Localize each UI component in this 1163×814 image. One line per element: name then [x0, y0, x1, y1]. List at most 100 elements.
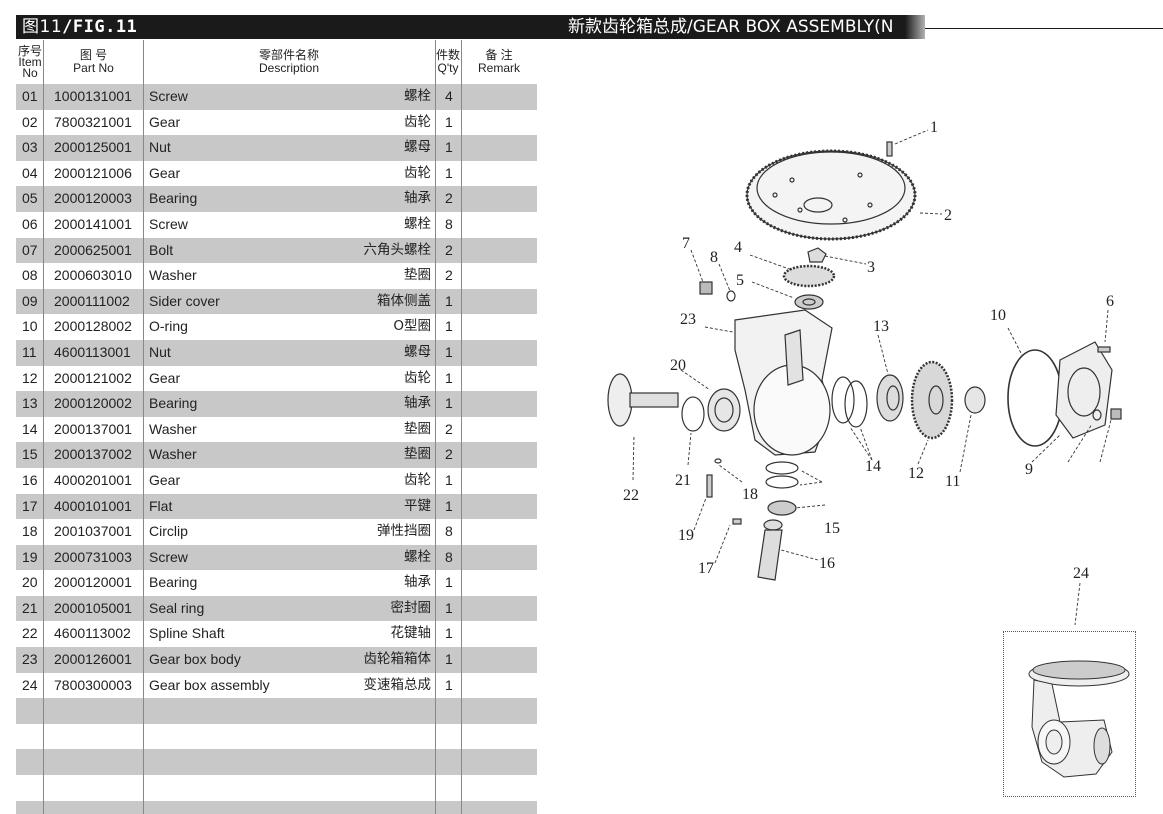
cell-description: Bearing [149, 574, 198, 591]
cell-description-cn: 花键轴 [390, 625, 432, 642]
cell-description: Gear box assembly [149, 676, 270, 693]
cell-description-cn: 齿轮 [404, 113, 431, 130]
cell-item-no: 01 [22, 88, 38, 104]
cell-part-no: 7800321001 [54, 113, 132, 130]
cell-description: Nut [149, 139, 171, 156]
cell-item-no: 06 [22, 215, 38, 232]
cell-description-cn: 螺母 [404, 343, 431, 360]
cell-part-no: 2000128002 [54, 318, 132, 335]
callout-4: 4 [734, 239, 742, 256]
assembly-inset [1003, 631, 1136, 797]
table-row-empty [16, 775, 537, 801]
cell-description: Screw [149, 88, 188, 104]
cell-description-cn: 齿轮 [404, 164, 431, 181]
cell-item-no: 17 [22, 497, 38, 514]
cell-qty: 1 [445, 651, 453, 668]
cell-description-cn: 平键 [404, 497, 431, 514]
cell-part-no: 2001037001 [54, 523, 132, 540]
cell-qty: 8 [445, 548, 453, 565]
cell-description-cn: 弹性挡圈 [377, 523, 431, 540]
cell-qty: 1 [445, 343, 453, 360]
figure-label: 图11/FIG.11 [22, 17, 138, 37]
cell-part-no: 2000111002 [54, 292, 130, 309]
page-title: 新款齿轮箱总成/GEAR BOX ASSEMBLY(N [568, 17, 894, 37]
callout-19: 19 [678, 527, 694, 544]
cell-qty: 1 [445, 625, 453, 642]
callout-2: 2 [944, 207, 952, 224]
cell-description-cn: 齿轮 [404, 471, 431, 488]
cell-item-no: 13 [22, 395, 38, 412]
cell-item-no: 22 [22, 625, 38, 642]
cell-qty: 2 [445, 267, 453, 284]
callout-23: 23 [680, 311, 696, 328]
cell-item-no: 14 [22, 420, 38, 437]
cell-item-no: 20 [22, 574, 38, 591]
cell-description: Bearing [149, 190, 198, 207]
cell-qty: 8 [445, 523, 453, 540]
title-cut [925, 15, 965, 28]
column-divider [435, 40, 436, 814]
title-bar [16, 15, 925, 39]
cell-qty: 4 [445, 88, 453, 104]
callout-17: 17 [698, 560, 714, 577]
cell-item-no: 04 [22, 164, 38, 181]
cell-qty: 1 [445, 497, 453, 514]
cell-part-no: 4000201001 [54, 471, 132, 488]
callout-6: 6 [1106, 293, 1114, 310]
callout-18: 18 [742, 486, 758, 503]
cell-item-no: 18 [22, 523, 38, 540]
cell-description-cn: 垫圈 [404, 420, 431, 437]
callout-9: 9 [1025, 461, 1033, 478]
cell-qty: 1 [445, 676, 453, 693]
cell-item-no: 24 [22, 676, 38, 693]
callout-11: 11 [945, 473, 960, 490]
cell-description-cn: 螺栓 [404, 548, 431, 565]
cell-part-no: 2000120002 [54, 395, 132, 412]
cell-qty: 1 [445, 395, 453, 412]
cell-item-no: 09 [22, 292, 38, 309]
cell-description-cn: 螺母 [404, 139, 431, 156]
cell-description-cn: 轴承 [404, 395, 431, 412]
cell-description-cn: 垫圈 [404, 267, 431, 284]
cell-description: Screw [149, 548, 188, 565]
cell-description: Bearing [149, 395, 198, 412]
cell-part-no: 2000105001 [54, 599, 132, 616]
cell-item-no: 10 [22, 318, 38, 335]
cell-qty: 1 [445, 139, 453, 156]
cell-qty: 1 [445, 292, 453, 309]
cell-qty: 2 [445, 190, 453, 207]
callout-22: 22 [623, 487, 639, 504]
cell-description: Gear [149, 113, 181, 130]
cell-part-no: 2000121006 [54, 164, 132, 181]
cell-description: Gear [149, 471, 181, 488]
cell-part-no: 4000101001 [54, 497, 132, 514]
cell-description-cn: 螺栓 [404, 215, 431, 232]
cell-item-no: 23 [22, 651, 38, 668]
cell-description: O-ring [149, 318, 188, 335]
table-row-empty [16, 698, 537, 724]
cell-description-cn: 轴承 [404, 190, 431, 207]
cell-description: Bolt [149, 241, 174, 258]
cell-qty: 2 [445, 420, 453, 437]
cell-description-cn: 轴承 [404, 574, 431, 591]
cell-description: Washer [149, 420, 197, 437]
cell-item-no: 19 [22, 548, 38, 565]
cell-part-no: 2000137002 [54, 446, 132, 463]
callout-16: 16 [819, 555, 835, 572]
cell-part-no: 4600113001 [54, 343, 131, 360]
